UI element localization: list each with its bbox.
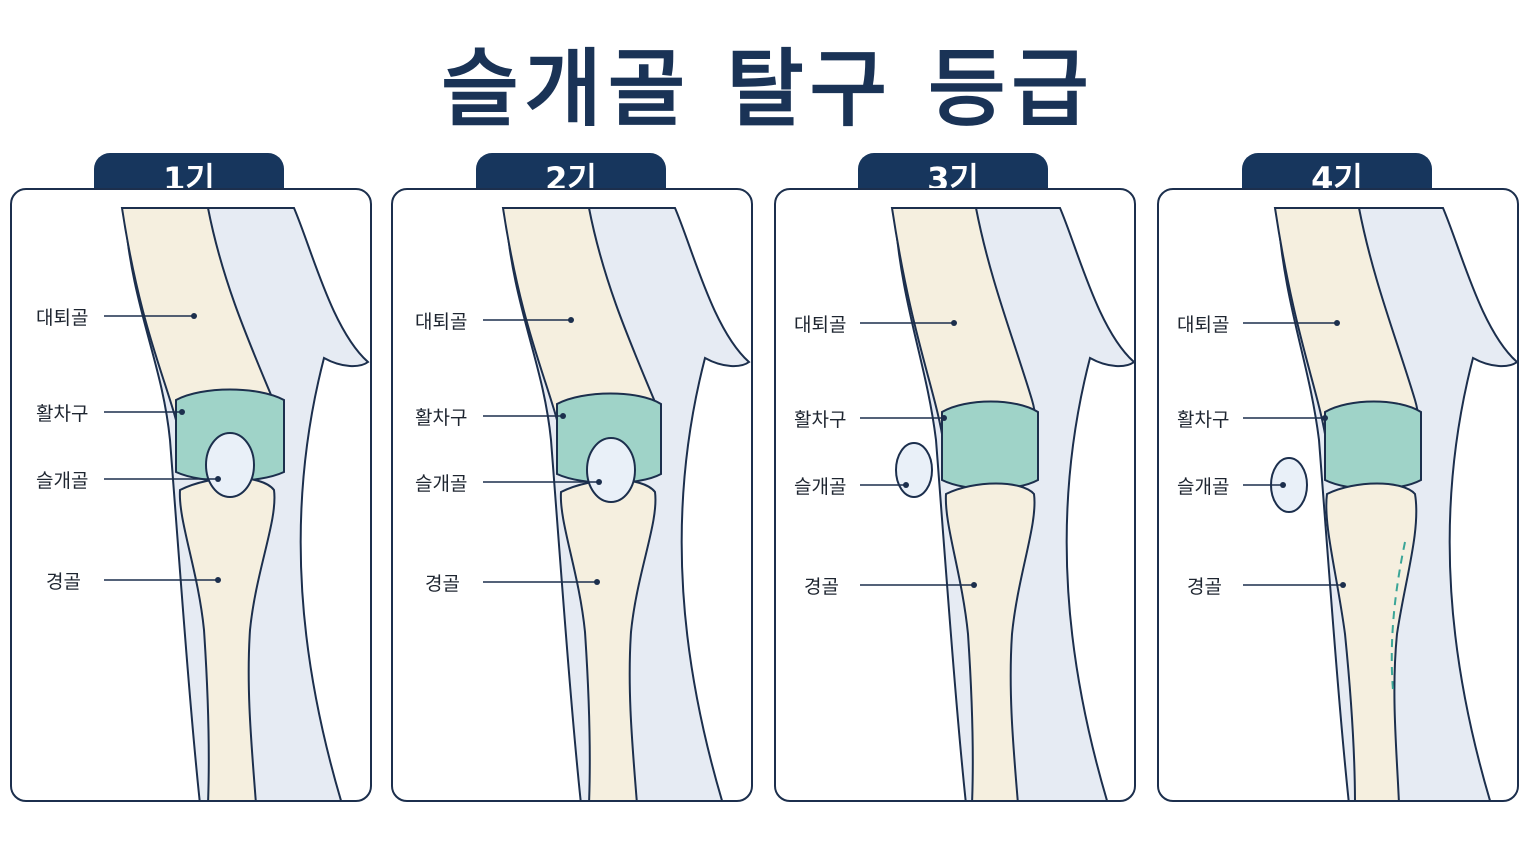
grade-2-patella-label: 슬개골 (415, 473, 468, 495)
grade-1-femur-label: 대퇴골 (36, 307, 89, 329)
tibia-bone (559, 479, 657, 800)
tibia-bone (944, 482, 1036, 800)
grade-4-trochlea-label: 활차구 (1177, 409, 1230, 431)
grade-2-knee-illustration (483, 207, 751, 800)
grade-4-knee-illustration (1243, 207, 1517, 800)
grade-2-femur-label: 대퇴골 (415, 311, 468, 333)
grade-3-tibia-label: 경골 (804, 576, 839, 598)
patella-bone (895, 442, 933, 498)
grade-1-knee-illustration (104, 207, 370, 800)
grade-3-knee-illustration (860, 207, 1134, 800)
grade-1-trochlea-label: 활차구 (36, 403, 89, 425)
grade-2-trochlea-label: 활차구 (415, 407, 468, 429)
tibia-bone (1325, 482, 1418, 800)
grade-3-panel: 대퇴골 활차구 슬개골 경골 (774, 188, 1136, 802)
grade-4-panel: 대퇴골 활차구 슬개골 경골 (1157, 188, 1519, 802)
grade-4-patella-label: 슬개골 (1177, 476, 1230, 498)
grade-1-tibia-label: 경골 (46, 571, 81, 593)
grade-3-trochlea-label: 활차구 (794, 409, 847, 431)
tibia-rotation-dashed-line (1390, 541, 1406, 691)
grade-4-tibia-label: 경골 (1187, 576, 1222, 598)
trochlea-cartilage (1324, 400, 1422, 490)
grade-1-patella-label: 슬개골 (36, 470, 89, 492)
grade-1-panel: 대퇴골 활차구 슬개골 경골 (10, 188, 372, 802)
grade-3-femur-label: 대퇴골 (794, 314, 847, 336)
page-title: 슬개골 탈구 등급 (441, 40, 1095, 138)
grade-3-patella-label: 슬개골 (794, 476, 847, 498)
patella-bone (205, 432, 255, 498)
grade-2-panel: 대퇴골 활차구 슬개골 경골 (391, 188, 753, 802)
trochlea-cartilage (941, 400, 1039, 490)
tibia-bone (178, 477, 276, 800)
grade-4-femur-label: 대퇴골 (1177, 314, 1230, 336)
patella-bone (586, 437, 636, 503)
grade-2-tibia-label: 경골 (425, 573, 460, 595)
